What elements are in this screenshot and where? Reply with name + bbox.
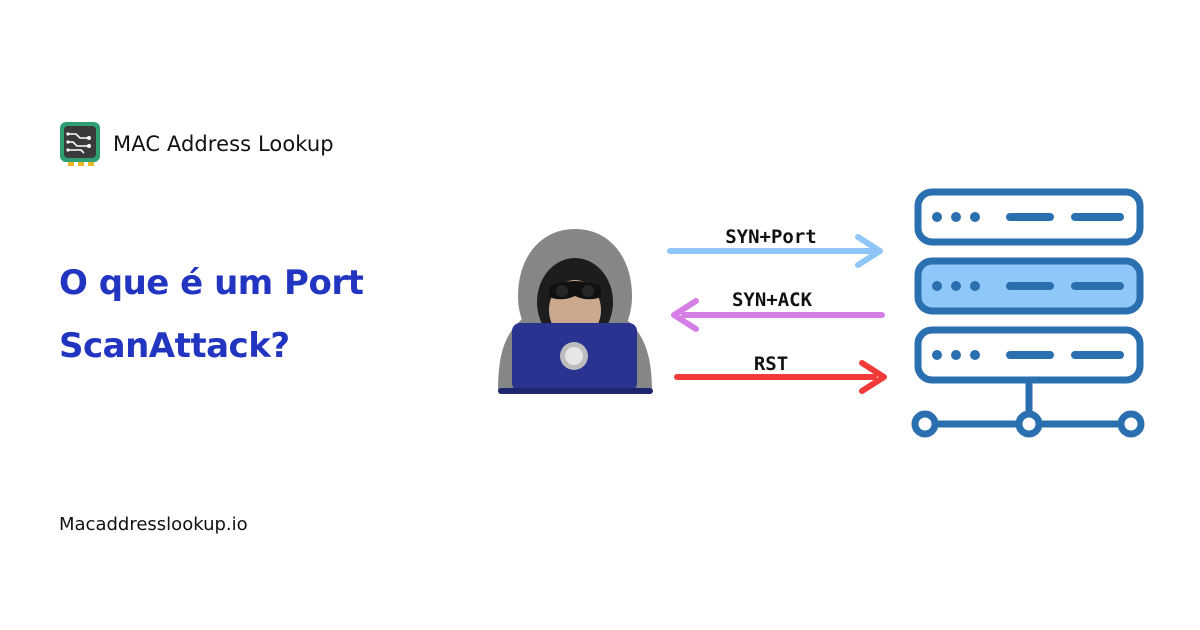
circuit-chip-icon bbox=[60, 122, 100, 166]
brand-name: MAC Address Lookup bbox=[113, 132, 334, 156]
arrow-rst: RST bbox=[674, 353, 887, 394]
hooded-hacker-laptop-icon bbox=[498, 229, 653, 394]
page-title: O que é um Port ScanAttack? bbox=[59, 252, 479, 378]
site-url[interactable]: Macaddresslookup.io bbox=[59, 514, 248, 535]
page-title-line-1: O que é um Port bbox=[59, 263, 364, 303]
brand[interactable]: MAC Address Lookup bbox=[59, 121, 334, 167]
arrow-label-syn-ack: SYN+ACK bbox=[732, 289, 813, 311]
arrow-label-syn-port: SYN+Port bbox=[725, 226, 817, 248]
arrow-syn-port: SYN+Port bbox=[667, 226, 883, 268]
arrow-syn-ack: SYN+ACK bbox=[671, 289, 885, 332]
server-rack-icon bbox=[911, 188, 1145, 438]
page-title-line-2: ScanAttack? bbox=[59, 326, 290, 366]
arrow-label-rst: RST bbox=[754, 353, 788, 375]
